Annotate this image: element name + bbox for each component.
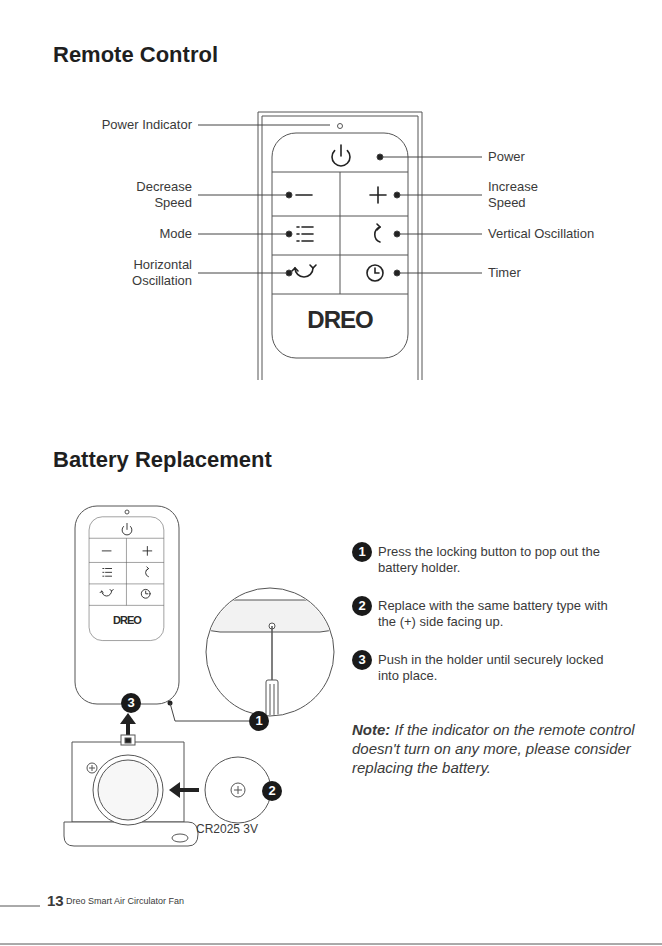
part-label: Horizontal Oscillation	[110, 257, 192, 289]
part-label: Power	[488, 149, 608, 165]
page-number: 13	[47, 891, 67, 910]
drawing-path	[72, 742, 184, 822]
drawing-path	[120, 713, 136, 724]
drawing-g	[200, 600, 340, 730]
drawing-line	[198, 195, 289, 196]
page-rules	[0, 906, 662, 944]
step-number: 1	[352, 542, 372, 562]
drawing-line	[0, 944, 662, 945]
small-remote	[75, 506, 179, 706]
battery-type: CR2025 3V	[196, 822, 286, 837]
drawing-line	[178, 788, 199, 792]
drawing-line	[126, 722, 130, 742]
drawing-circle	[98, 760, 158, 820]
drawing-line	[198, 273, 289, 274]
drawing-ellipse	[172, 834, 188, 842]
drawing-circle	[125, 510, 129, 514]
drawing-circle	[377, 154, 383, 160]
drawing-rect	[121, 735, 135, 745]
drawing-line	[238, 786, 239, 794]
part-label: Power Indicator	[52, 117, 192, 133]
step-text: Replace with the same battery type with …	[378, 598, 618, 630]
remote-control	[258, 112, 422, 380]
part-label: Mode	[92, 226, 192, 242]
spacer	[390, 721, 394, 738]
callout-number: 2	[262, 781, 282, 801]
drawing-line	[198, 125, 330, 126]
drawing-circle	[286, 231, 292, 237]
drawing-circle	[394, 270, 400, 276]
drawing-line	[198, 234, 289, 235]
part-label: Vertical Oscillation	[488, 226, 653, 242]
drawing-line	[271, 626, 273, 680]
drawing-circle	[394, 231, 400, 237]
part-label: Decrease Speed	[110, 179, 192, 211]
note-block: Note: If the indicator on the remote con…	[352, 720, 652, 777]
callout-number: 1	[249, 711, 269, 731]
note-text: If the indicator on the remote control d…	[352, 721, 635, 776]
drawing-line	[397, 195, 482, 196]
brand-logo: DREO	[285, 305, 395, 335]
drawing-line	[170, 703, 175, 721]
drawing-line	[92, 765, 93, 771]
drawing-line	[397, 273, 482, 274]
drawing-line	[0, 906, 40, 907]
step-number: 3	[352, 650, 372, 670]
step-text: Push in the holder until securely locked…	[378, 652, 618, 684]
drawing-circle	[394, 192, 400, 198]
drawing-path	[64, 822, 198, 846]
drawing-line	[380, 157, 482, 158]
drawing-path	[200, 600, 340, 632]
drawing-circle	[338, 124, 343, 129]
step-text: Press the locking button to pop out the …	[378, 544, 618, 576]
drawing-path	[262, 116, 418, 380]
drawing-line	[270, 684, 271, 730]
drawing-circle	[87, 763, 97, 773]
drawing-line	[175, 721, 249, 722]
section-heading: Battery Replacement	[53, 447, 353, 473]
section-heading: Remote Control	[53, 42, 218, 68]
leader-lines	[198, 125, 482, 276]
button-panel	[272, 133, 408, 358]
drawing-circle	[286, 270, 292, 276]
drawing-circle	[286, 192, 292, 198]
drawing-use	[89, 517, 164, 641]
drawing-line	[397, 234, 482, 235]
part-label: Increase Speed	[488, 179, 568, 211]
battery-arrow	[169, 782, 199, 798]
callout-number: 3	[121, 693, 141, 713]
drawing-circle	[231, 783, 245, 797]
drawing-circle	[93, 755, 163, 825]
drawing-rect	[75, 506, 179, 704]
note-heading: Note:	[352, 721, 390, 738]
drawing-line	[274, 684, 275, 730]
footer-text: Dreo Smart Air Circulator Fan	[66, 896, 266, 907]
drawing-path	[169, 782, 180, 798]
magnifier	[170, 588, 340, 730]
brand-logo: DREO	[97, 613, 157, 627]
step-number: 2	[352, 596, 372, 616]
drawing-path	[258, 112, 422, 380]
battery-holder	[64, 735, 198, 846]
part-label: Timer	[488, 265, 568, 281]
drawing-rect	[125, 738, 131, 743]
